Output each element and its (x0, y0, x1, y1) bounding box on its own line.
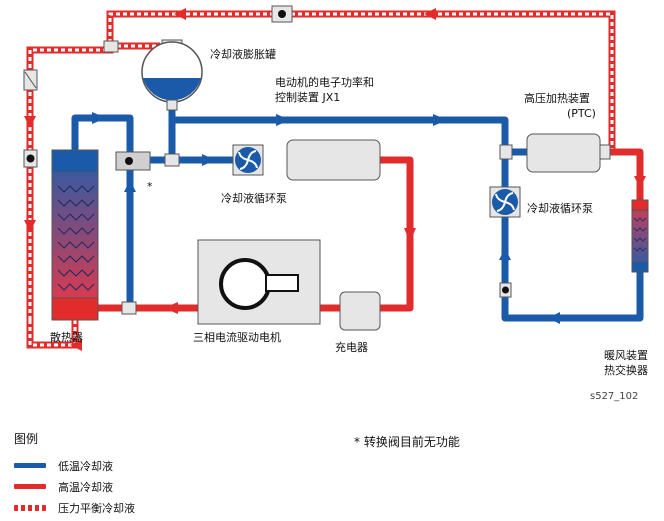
label-hv-heater-line2: (PTC) (567, 107, 596, 120)
label-hv-heater-line1: 高压加热装置 (524, 91, 590, 105)
heater-heat-exchanger (631, 199, 649, 273)
pipe-tees (121, 144, 611, 315)
radiator (51, 149, 99, 321)
cooling-circuit-diagram: 冷却液膨胀罐 电动机的电子功率和 控制装置 JX1 高压加热装置 (PTC) 冷… (23, 5, 649, 402)
label-expansion-tank: 冷却液膨胀罐 (210, 47, 276, 61)
figure-id: s527_102 (590, 391, 638, 402)
label-pump-left: 冷却液循环泵 (221, 191, 287, 205)
legend-label-hot: 高温冷却液 (58, 480, 113, 494)
coolant-pump-right (489, 186, 521, 218)
label-charger: 充电器 (335, 340, 368, 354)
charger (339, 291, 381, 331)
legend: 图例 低温冷却液 高温冷却液 压力平衡冷却液 (14, 430, 344, 518)
expansion-tank (141, 39, 203, 111)
asterisk-marker: * (147, 180, 153, 193)
hot-line-arrows (164, 176, 646, 314)
legend-item-cold: 低温冷却液 (14, 455, 344, 476)
legend-label-cold: 低温冷却液 (58, 459, 113, 473)
legend-swatch-hot (14, 484, 46, 489)
changeover-valve (115, 151, 151, 171)
legend-swatch-cold (14, 463, 46, 468)
valve-note: * 转换阀目前无功能 (354, 435, 460, 449)
cold-line-arrows (92, 112, 560, 324)
coolant-pump-left (232, 144, 264, 176)
legend-item-pressure: 压力平衡冷却液 (14, 497, 344, 518)
dashed-line-connectors (23, 5, 293, 168)
label-heater-core-line1: 暖风装置 (604, 349, 648, 362)
label-control-unit-line2: 控制装置 JX1 (275, 90, 340, 104)
label-control-unit-line1: 电动机的电子功率和 (275, 75, 374, 89)
legend-swatch-pressure (14, 504, 46, 511)
label-radiator: 散热器 (50, 330, 83, 344)
three-phase-drive-motor (197, 239, 321, 325)
dashed-line-arrows (24, 8, 436, 351)
hv-heater-ptc (526, 133, 601, 173)
legend-title: 图例 (14, 432, 39, 446)
legend-label-pressure: 压力平衡冷却液 (58, 501, 135, 515)
power-electronics-jx1 (286, 139, 381, 181)
legend-item-hot: 高温冷却液 (14, 476, 344, 497)
label-pump-right: 冷却液循环泵 (527, 201, 593, 215)
label-motor: 三相电流驱动电机 (193, 330, 281, 344)
label-heater-core-line2: 热交换器 (604, 363, 648, 377)
